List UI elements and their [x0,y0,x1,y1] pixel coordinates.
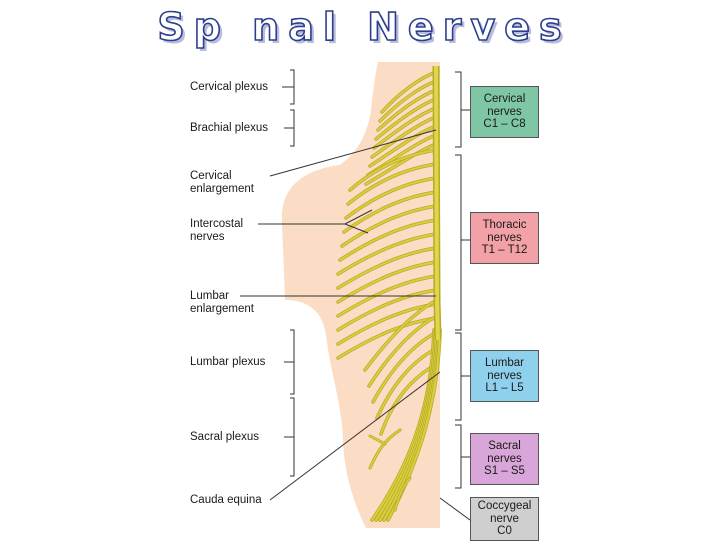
nerve-branch [337,233,437,275]
body-silhouette [281,62,440,528]
nerve-branch [337,261,437,303]
nerve-branches [336,70,442,522]
nerve-branch [377,89,437,131]
bracket-lumbar-plexus [284,329,295,395]
bracket-lumbar-nerves [455,332,470,421]
nerve-branch [373,107,437,149]
nerve-branch [364,299,438,371]
page-title: Sp nal Nerves [157,5,571,49]
nerve-branch [337,289,437,331]
nerve-branch [337,275,437,317]
nerve-branch [371,116,437,158]
nerve-branch [369,429,401,469]
nerve-branch [375,98,437,140]
label-cervical-enlargement: Cervical enlargement [190,170,254,195]
nerve-branch [372,331,438,403]
bracket-thoracic-nerves [455,154,470,331]
label-lumbar-plexus: Lumbar plexus [190,356,266,368]
bracket-sacral-nerves [455,424,470,489]
label-cauda-equina: Cauda equina [190,494,262,506]
nerve-branch [341,205,437,247]
nerve-branch [337,317,437,359]
nerve-branch [365,143,437,185]
nerve-branch [347,163,437,205]
leader-coccygeal [439,497,471,521]
nerve-branch [339,219,437,261]
nerve-branch [379,80,437,122]
leader-cervical-enlargement [269,129,437,177]
nerve-branch [381,71,437,113]
nerve-branch [349,149,437,191]
nerve-branch [343,191,437,233]
nerve-branch [368,315,438,387]
bracket-brachial-plexus [284,109,295,147]
nerve-branch [337,247,437,289]
label-lumbar-enlargement: Lumbar enlargement [190,290,254,315]
nerve-branch [369,435,386,445]
leader-cauda-equina [269,371,441,501]
label-cervical-plexus: Cervical plexus [190,81,268,93]
bracket-cervical-nerves [455,71,470,148]
nerve-branch [345,177,437,219]
bracket-cervical-plexus [282,69,295,105]
nerve-branch [394,477,411,511]
label-brachial-plexus: Brachial plexus [190,122,268,134]
bracket-sacral-plexus [284,397,295,477]
nerve-branch [369,125,437,167]
label-sacral-plexus: Sacral plexus [190,431,260,443]
leader-intercostal [258,209,373,234]
label-intercostal-nerves: Intercostal nerves [190,218,244,243]
